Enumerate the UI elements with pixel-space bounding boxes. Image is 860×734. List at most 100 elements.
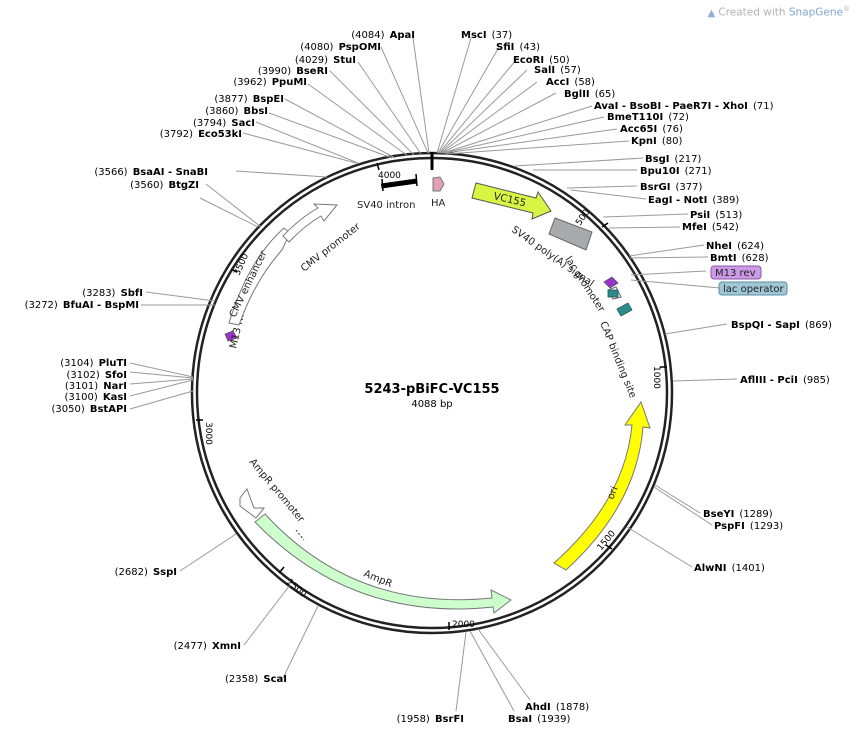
feature-cmv-promoter[interactable]: CMV promoter	[282, 203, 363, 274]
site-enzyme: StuI	[333, 55, 356, 66]
enzyme-site[interactable]: (2477) XmnI	[174, 634, 241, 653]
feature-arrow	[282, 203, 339, 243]
enzyme-site[interactable]: (3050) BstAPI	[51, 397, 127, 416]
enzyme-site[interactable]: (3794) SacI	[193, 111, 255, 130]
site-enzyme: ApaI	[390, 30, 415, 41]
enzyme-site[interactable]: AccI (58)	[546, 70, 595, 89]
enzyme-site[interactable]: (3100) KasI	[64, 385, 127, 404]
enzyme-site[interactable]: (3102) SfoI	[66, 363, 127, 382]
feature-m13-rev[interactable]: M13 rev	[603, 265, 762, 289]
enzyme-site[interactable]: SalI (57)	[534, 58, 581, 77]
enzyme-site[interactable]: BsrGI (377)	[640, 175, 703, 194]
site-position: (2477)	[174, 641, 207, 652]
enzyme-site[interactable]: (3283) SbfI	[82, 281, 143, 300]
feature-ha[interactable]: HA	[431, 176, 446, 209]
site-position: (2682)	[115, 567, 148, 578]
enzyme-site[interactable]: Bpu10I (271)	[640, 159, 712, 178]
site-enzyme: KpnI	[631, 136, 657, 147]
feature-label: lac operator	[723, 284, 784, 295]
enzyme-site[interactable]: (2682) SspI	[115, 560, 177, 579]
site-position: (50)	[549, 55, 570, 66]
feature-vc155[interactable]: VC155	[471, 182, 552, 220]
enzyme-site[interactable]: PspFI (1293)	[714, 514, 783, 533]
site-enzyme: BfuAI - BspMI	[63, 300, 139, 311]
enzyme-site[interactable]: SfiI (43)	[496, 35, 540, 54]
site-enzyme: MscI	[461, 30, 487, 41]
site-position: (3566)	[94, 167, 127, 178]
enzyme-site[interactable]: BsgI (217)	[645, 147, 702, 166]
feature-label: HA	[431, 198, 446, 209]
feature-cap-binding-site[interactable]: CAP binding site	[597, 302, 638, 400]
site-position: (513)	[715, 210, 742, 221]
enzyme-site[interactable]: (1958) BsrFI	[397, 707, 464, 726]
enzyme-site[interactable]: AvaI - BsoBI - PaeR7I - XhoI (71)	[594, 94, 774, 113]
site-position: (3101)	[65, 381, 98, 392]
enzyme-site[interactable]: Acc65I (76)	[620, 117, 683, 136]
enzyme-site[interactable]: (3560) BtgZI	[130, 173, 199, 192]
site-enzyme: PsiI	[690, 210, 710, 221]
site-position: (4029)	[295, 55, 328, 66]
enzyme-site[interactable]: (3272) BfuAI - BspMI	[25, 293, 139, 312]
enzyme-site[interactable]: MscI (37)	[461, 23, 512, 42]
enzyme-site[interactable]: (4080) PspOMI	[300, 35, 381, 54]
enzyme-site[interactable]: BglII (65)	[564, 82, 615, 101]
enzyme-site[interactable]: (3962) PpuMI	[233, 70, 307, 89]
enzyme-site[interactable]: EcoRI (50)	[513, 48, 570, 67]
site-position: (3560)	[130, 180, 163, 191]
enzyme-site[interactable]: AhdI (1878)	[525, 695, 589, 714]
feature-lac-operator[interactable]: lac operator	[607, 281, 788, 298]
site-position: (3792)	[160, 129, 193, 140]
plasmid-length: 4088 bp	[411, 399, 452, 410]
enzyme-site[interactable]: BseYI (1289)	[703, 502, 773, 521]
enzyme-site[interactable]: (3566) BsaAI - SnaBI	[94, 160, 208, 179]
enzyme-site[interactable]: (4084) ApaI	[351, 23, 415, 42]
enzyme-site[interactable]: BmeT110I (72)	[607, 105, 689, 124]
enzyme-site[interactable]: AflIII - PciI (985)	[740, 368, 830, 387]
tick-label-1000: 1000	[651, 366, 661, 389]
feature-ampr[interactable]: AmpR	[254, 513, 512, 614]
site-position: (628)	[742, 253, 769, 264]
feature-cmv-enhancer[interactable]: CMV enhancer	[228, 227, 291, 326]
enzyme-site[interactable]: AlwNI (1401)	[694, 556, 765, 575]
site-position: (377)	[676, 182, 703, 193]
feature-cap-left	[381, 178, 384, 192]
enzyme-site[interactable]: PsiI (513)	[690, 203, 742, 222]
credit-mark: ®	[843, 5, 850, 13]
tick-label-3000: 3000	[203, 422, 213, 445]
site-enzyme: XmnI	[212, 641, 241, 652]
site-enzyme: BsaAI - SnaBI	[133, 167, 208, 178]
enzyme-site[interactable]: BsaI (1939)	[508, 707, 570, 726]
site-position: (3962)	[233, 77, 266, 88]
enzyme-site[interactable]: (3101) NarI	[65, 374, 127, 393]
site-position: (271)	[685, 166, 712, 177]
site-enzyme: BsaI	[508, 714, 532, 725]
site-position: (1958)	[397, 714, 430, 725]
enzyme-site[interactable]: BmtI (628)	[710, 246, 769, 265]
enzyme-site[interactable]: NheI (624)	[706, 234, 764, 253]
enzyme-site[interactable]: MfeI (542)	[682, 215, 739, 234]
site-position: (624)	[737, 241, 764, 252]
enzyme-site[interactable]: EagI - NotI (389)	[648, 188, 739, 207]
site-enzyme: BtgZI	[168, 180, 199, 191]
enzyme-site[interactable]: (2358) ScaI	[225, 667, 287, 686]
enzyme-site[interactable]: (3877) BspEI	[214, 87, 284, 106]
plasmid-name: 5243-pBiFC-VC155	[364, 382, 499, 397]
enzyme-site[interactable]: (4029) StuI	[295, 48, 356, 67]
site-position: (217)	[675, 154, 702, 165]
feature-box	[548, 217, 593, 251]
site-enzyme: PspOMI	[339, 42, 381, 53]
enzyme-site[interactable]: (3104) PluTI	[60, 351, 127, 370]
enzyme-site[interactable]: (3860) BbsI	[205, 99, 268, 118]
enzyme-site[interactable]: BspQI - SapI (869)	[731, 313, 832, 332]
feature-ampr-promoter[interactable]: AmpR promoter	[239, 457, 307, 526]
site-enzyme: KasI	[103, 392, 127, 403]
enzyme-site[interactable]: (3792) Eco53kI	[160, 122, 242, 141]
enzyme-site[interactable]: KpnI (80)	[631, 129, 682, 148]
feature-label: M13 rev	[715, 268, 756, 279]
feature-ori[interactable]: ori	[553, 400, 651, 571]
feature-arrow	[239, 487, 266, 519]
feature-sv40-intron[interactable]: SV40 intron	[357, 173, 418, 211]
site-enzyme: AlwNI	[694, 563, 727, 574]
enzyme-site[interactable]: (3990) BseRI	[258, 59, 328, 78]
site-position: (1289)	[739, 509, 772, 520]
